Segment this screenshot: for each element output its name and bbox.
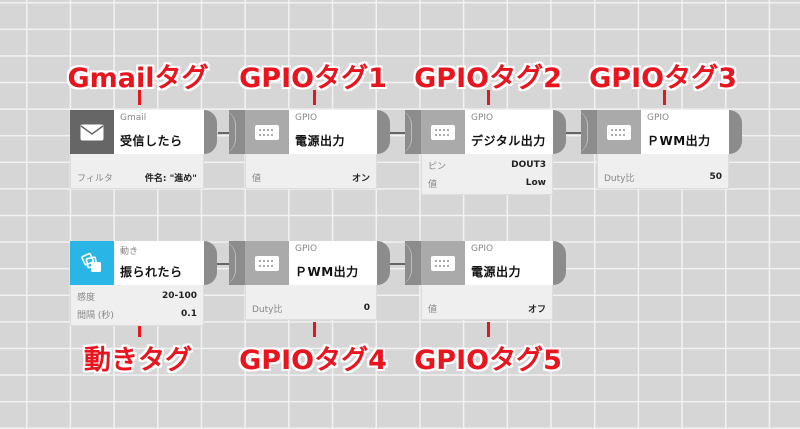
input-connector[interactable] — [229, 241, 245, 285]
param-key: フィルタ — [77, 173, 113, 184]
pointer-line — [487, 322, 490, 337]
input-connector[interactable] — [405, 241, 421, 285]
keypad-icon — [245, 241, 289, 285]
param-row: 感度 20-100 — [77, 287, 197, 305]
tag-category: Gmail — [120, 113, 147, 123]
tag-category: GPIO — [295, 113, 318, 123]
keypad-icon — [421, 241, 465, 285]
label-gpio-tag-5: GPIOタグ5 — [414, 345, 562, 376]
label-gpio-tag-2: GPIOタグ2 — [414, 63, 562, 94]
pointer-line — [313, 322, 316, 337]
tag-card[interactable]: GPIO デジタル出力ピン DOUT3 値 Low — [405, 110, 566, 195]
connection-wire — [566, 132, 581, 134]
output-connector[interactable] — [377, 241, 390, 285]
param-row: 値 Low — [428, 174, 546, 192]
pointer-line — [663, 90, 666, 105]
output-connector[interactable] — [204, 110, 217, 154]
tag-card[interactable]: GPIO ＰWM出力 Duty比 0 — [229, 241, 390, 320]
tag-title: ＰWM出力 — [295, 265, 359, 279]
input-connector[interactable] — [405, 110, 421, 154]
pointer-line — [313, 90, 316, 105]
pointer-line — [138, 322, 141, 337]
tag-category: GPIO — [471, 113, 494, 123]
tag-card[interactable]: GPIO 電源出力値 オン — [229, 110, 390, 189]
tag-category: GPIO — [471, 244, 494, 254]
param-key: 値 — [428, 304, 438, 315]
label-gpio-tag-1: GPIOタグ1 — [239, 63, 387, 94]
connection-wire — [218, 132, 229, 134]
param-row: Duty比 0 — [252, 299, 370, 317]
keypad-icon — [421, 110, 465, 154]
param-value: 0.1 — [181, 309, 197, 319]
tag-params: 値 オフ — [421, 285, 553, 320]
tag-params: ピン DOUT3 値 Low — [421, 154, 553, 195]
tag-card[interactable]: Gmail 受信したらフィルタ 件名: "進め" — [70, 110, 217, 189]
pointer-line — [138, 90, 141, 105]
label-gpio-tag-3: GPIOタグ3 — [589, 63, 737, 94]
connection-wire — [390, 263, 405, 265]
param-key: 値 — [252, 173, 262, 184]
keypad-icon — [597, 110, 641, 154]
keypad-icon — [245, 110, 289, 154]
connection-wire — [217, 263, 229, 265]
param-value: 0 — [363, 303, 370, 313]
param-value: 50 — [709, 172, 722, 182]
output-connector[interactable] — [204, 241, 217, 285]
output-connector[interactable] — [377, 110, 390, 154]
input-connector[interactable] — [581, 110, 597, 154]
param-row: 値 オン — [252, 168, 370, 186]
param-row: 間隔 (秒) 0.1 — [77, 305, 197, 323]
param-value: オン — [351, 173, 370, 184]
param-row: フィルタ 件名: "進め" — [77, 168, 197, 186]
label-gpio-tag-4: GPIOタグ4 — [239, 345, 387, 376]
param-key: 感度 — [77, 292, 96, 303]
output-connector[interactable] — [553, 110, 566, 154]
label-gmail-tag: Gmailタグ — [67, 63, 209, 94]
output-connector[interactable] — [729, 110, 742, 154]
label-motion-tag: 動きタグ — [84, 345, 192, 376]
tag-category: 動き — [120, 247, 139, 257]
tag-params: 値 オン — [245, 154, 377, 189]
tag-params: Duty比 50 — [597, 154, 729, 189]
tag-card[interactable]: GPIO ＰWM出力 Duty比 50 — [581, 110, 742, 189]
tag-category: GPIO — [295, 244, 318, 254]
shake-icon — [70, 241, 114, 285]
tag-title: ＰWM出力 — [647, 134, 711, 148]
input-connector[interactable] — [229, 110, 245, 154]
param-value: DOUT3 — [511, 160, 546, 170]
param-row: ピン DOUT3 — [428, 156, 546, 174]
tag-category: GPIO — [647, 113, 670, 123]
param-key: Duty比 — [252, 304, 283, 315]
envelope-icon — [70, 110, 114, 154]
tag-title: 電源出力 — [295, 134, 346, 148]
param-value: オフ — [527, 304, 546, 315]
output-connector[interactable] — [553, 241, 566, 285]
connection-wire — [390, 132, 405, 134]
param-row: Duty比 50 — [604, 168, 722, 186]
tag-params: フィルタ 件名: "進め" — [70, 154, 204, 189]
param-value: 件名: "進め" — [144, 173, 197, 184]
tag-params: Duty比 0 — [245, 285, 377, 320]
tag-title: 振られたら — [120, 265, 183, 279]
param-value: Low — [525, 178, 546, 188]
param-row: 値 オフ — [428, 299, 546, 317]
pointer-line — [487, 90, 490, 105]
tag-card[interactable]: GPIO 電源出力値 オフ — [405, 241, 566, 320]
tag-title: 電源出力 — [471, 265, 522, 279]
param-key: ピン — [428, 161, 447, 172]
param-value: 20-100 — [161, 291, 197, 301]
tag-title: 受信したら — [120, 134, 183, 148]
tag-title: デジタル出力 — [471, 134, 546, 148]
param-key: 値 — [428, 179, 438, 190]
param-key: Duty比 — [604, 173, 635, 184]
param-key: 間隔 (秒) — [77, 310, 114, 321]
tag-card[interactable]: 動き振られたら感度 20-100 間隔 (秒) 0.1 — [70, 241, 217, 326]
tag-params: 感度 20-100 間隔 (秒) 0.1 — [70, 285, 204, 326]
